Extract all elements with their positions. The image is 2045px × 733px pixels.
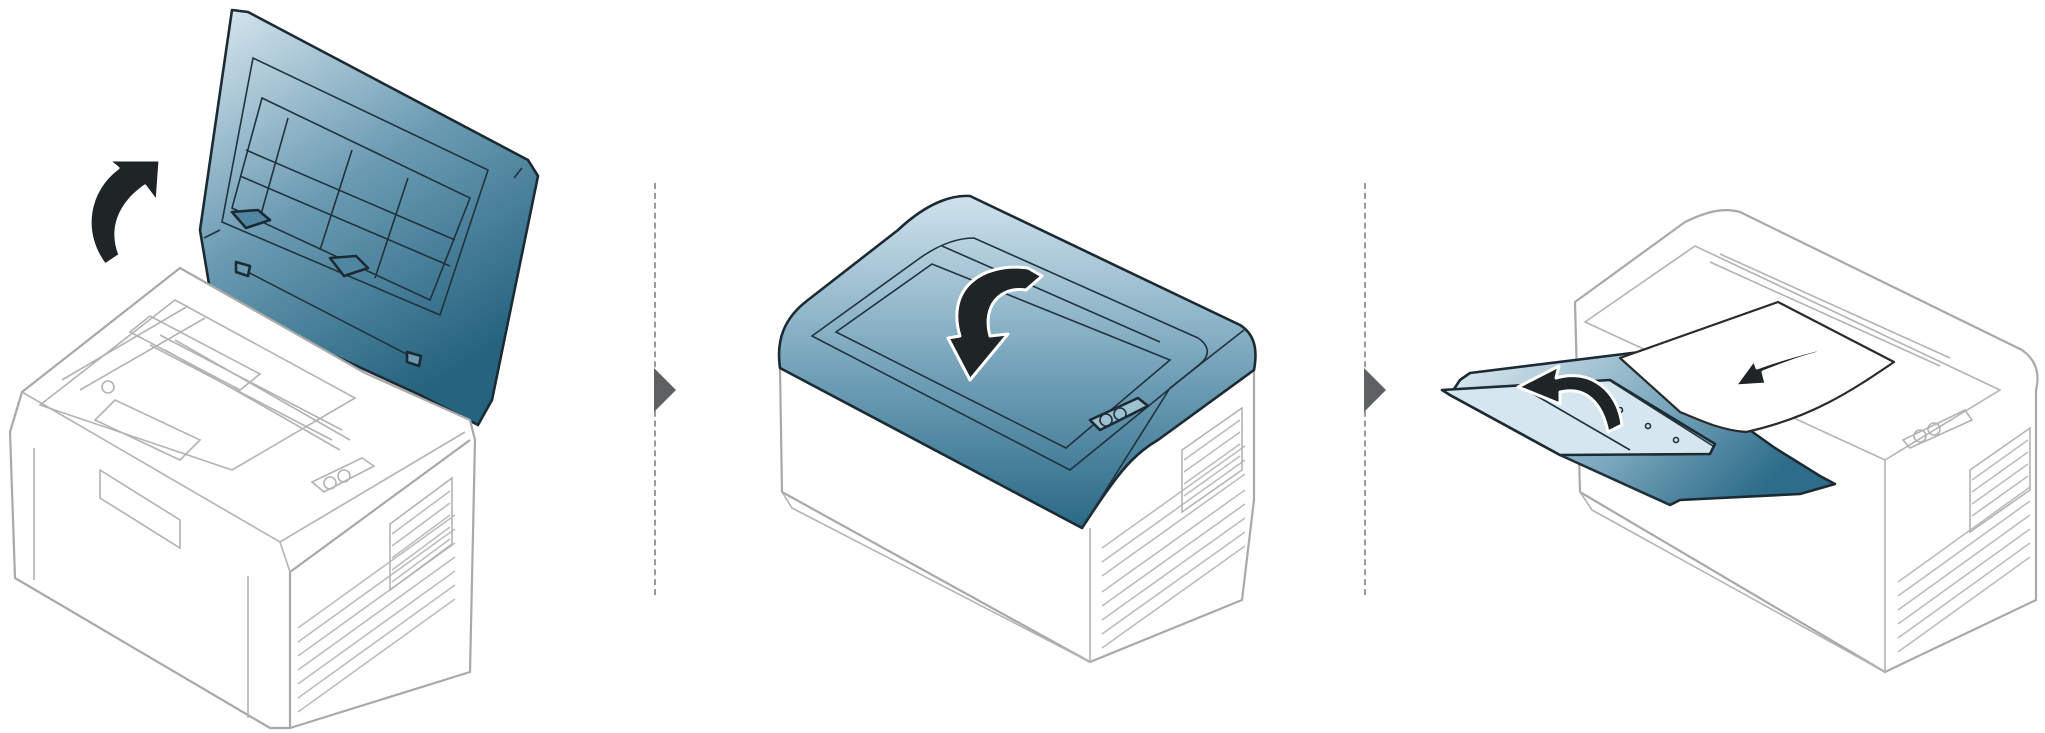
step-1-open-cover-panel	[0, 0, 650, 733]
printer-open-illustration	[0, 0, 650, 733]
curved-arrow-up-icon	[90, 160, 160, 265]
step-2-close-cover-panel	[670, 0, 1360, 733]
step-3-output-tray-panel	[1380, 0, 2045, 733]
printer-closed-illustration	[670, 0, 1360, 733]
printer-output-tray-illustration	[1380, 0, 2045, 733]
